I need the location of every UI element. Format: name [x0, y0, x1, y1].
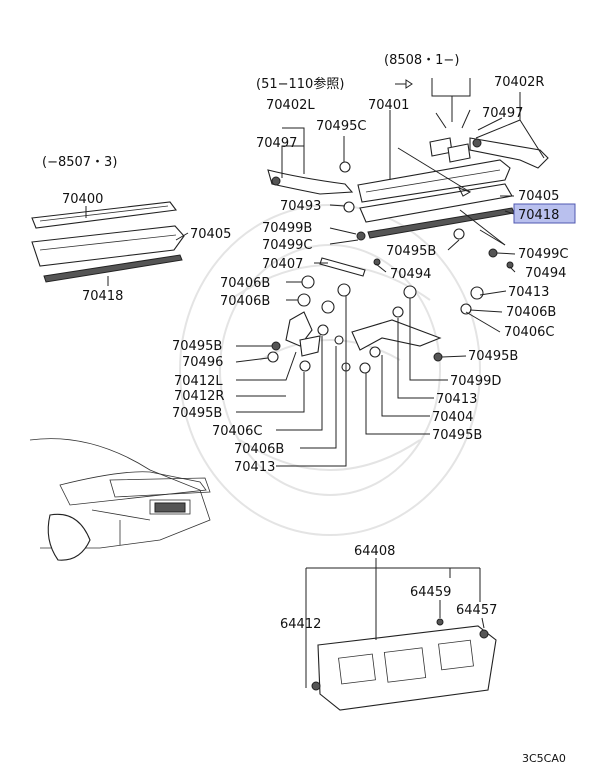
callout-70497-right: 70497 [482, 106, 523, 121]
serial-note-early: (−8507・3) [42, 155, 117, 170]
callout-70413-mid: 70413 [436, 392, 477, 407]
callout-70499c-left: 70499C [262, 238, 312, 253]
callout-70495b-left-2: 70495B [172, 406, 222, 421]
callout-70400: 70400 [62, 192, 103, 207]
callout-70496: 70496 [182, 355, 223, 370]
callout-64459: 64459 [410, 585, 451, 600]
callout-70413-right: 70413 [508, 285, 549, 300]
spoiler-late [267, 137, 549, 258]
callout-70406b-2: 70406B [220, 294, 270, 309]
callout-70493: 70493 [280, 199, 321, 214]
callout-70406b-right: 70406B [506, 305, 556, 320]
callout-70495b-left: 70495B [172, 339, 222, 354]
car-illustration [29, 438, 211, 561]
diagram-code: 3C5CA0 [522, 752, 566, 765]
callout-64412: 64412 [280, 617, 321, 632]
callout-64457: 64457 [456, 603, 497, 618]
callout-70418-early: 70418 [82, 289, 123, 304]
callout-70494-mid: 70494 [390, 267, 431, 282]
callout-70413-left: 70413 [234, 460, 275, 475]
callout-70406c-left: 70406C [212, 424, 262, 439]
trim-panel [311, 618, 497, 711]
callout-70495b-mid: 70495B [386, 244, 436, 259]
callout-64408: 64408 [354, 544, 395, 559]
callout-70412r: 70412R [174, 389, 224, 404]
callout-70499c-right: 70499C [518, 247, 568, 262]
callout-70402l: 70402L [266, 98, 315, 113]
callout-70404: 70404 [432, 410, 473, 425]
callout-70495b-right: 70495B [468, 349, 518, 364]
highlight-70418 [513, 203, 576, 224]
reference-note: (51−110参照) [256, 76, 344, 92]
callout-70406b-3: 70406B [234, 442, 284, 457]
callout-70495b-bottom: 70495B [432, 428, 482, 443]
callout-70499b: 70499B [262, 221, 312, 236]
callout-70406b-1: 70406B [220, 276, 270, 291]
callout-70495c: 70495C [316, 119, 366, 134]
callout-70499d: 70499D [450, 374, 501, 389]
callout-70401: 70401 [368, 98, 409, 113]
callout-70405-early: 70405 [190, 227, 231, 242]
hinge-assembly [267, 257, 514, 374]
callout-70406c-right: 70406C [504, 325, 554, 340]
callout-70407: 70407 [262, 257, 303, 272]
callout-70494-right: 70494 [525, 266, 566, 281]
callout-70418-late: 70418 [518, 208, 559, 223]
callout-70402r: 70402R [494, 75, 544, 90]
callout-70497-left: 70497 [256, 136, 297, 151]
callout-70405-late: 70405 [518, 189, 559, 204]
spoiler-early [31, 201, 185, 283]
leader-lines [85, 78, 545, 688]
callout-70412l: 70412L [174, 374, 223, 389]
serial-note-late: (8508・1−) [384, 53, 459, 68]
